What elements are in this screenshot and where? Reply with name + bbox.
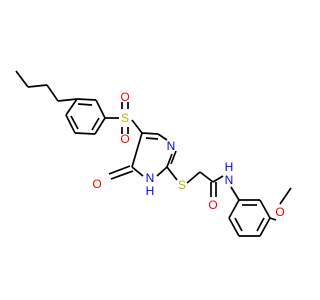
bond (279, 187, 292, 205)
sulfonyl-sulfur-label: S (121, 111, 129, 125)
bond (256, 217, 265, 232)
bond (110, 170, 134, 180)
bond (228, 217, 240, 237)
bond (57, 98, 78, 102)
ring-nitrogen-label: N (167, 139, 176, 153)
amide-hydrogen-label: H (225, 160, 234, 174)
bond (15, 70, 29, 88)
bond (46, 84, 59, 102)
chemical-structure-diagram: S O O N N H O S O N H O (15, 70, 292, 237)
bond (259, 199, 271, 219)
bond (65, 98, 78, 116)
bond (230, 186, 240, 201)
bond (166, 166, 178, 181)
bond (70, 115, 79, 130)
carbonyl-oxygen-label: O (92, 177, 101, 191)
bond (131, 166, 144, 177)
amide-oxygen-label: O (208, 198, 217, 212)
atom-labels: S O O N N H O S O N H O (92, 90, 284, 219)
bond (77, 103, 93, 106)
bond (186, 171, 201, 184)
bond (228, 199, 240, 219)
bond (166, 153, 173, 168)
bond (212, 175, 224, 183)
bond (269, 217, 277, 221)
bonds (15, 70, 292, 237)
sulfonyl-oxygen-top-label: O (120, 90, 129, 104)
bond (157, 133, 168, 141)
bond (170, 150, 177, 165)
bond (74, 132, 96, 135)
amide-nitrogen-label: N (225, 173, 234, 187)
ring-nh-hydrogen-label: H (146, 184, 155, 198)
bond (156, 166, 168, 177)
bond (145, 137, 159, 140)
bond (141, 132, 159, 135)
bond (199, 171, 214, 183)
bond (259, 217, 271, 237)
ring-nh-nitrogen-label: N (146, 171, 155, 185)
bond (95, 99, 106, 119)
bond (76, 98, 97, 101)
ether-oxygen-label: O (275, 205, 284, 219)
bond (234, 217, 243, 232)
bond (94, 117, 106, 135)
bond (131, 132, 143, 168)
bond (27, 84, 48, 88)
bond (65, 114, 76, 134)
thioether-sulfur-label: S (178, 178, 186, 192)
bond (131, 119, 143, 134)
bond (108, 165, 131, 175)
bond (91, 117, 100, 131)
sulfonyl-oxygen-bottom-label: O (120, 132, 129, 146)
